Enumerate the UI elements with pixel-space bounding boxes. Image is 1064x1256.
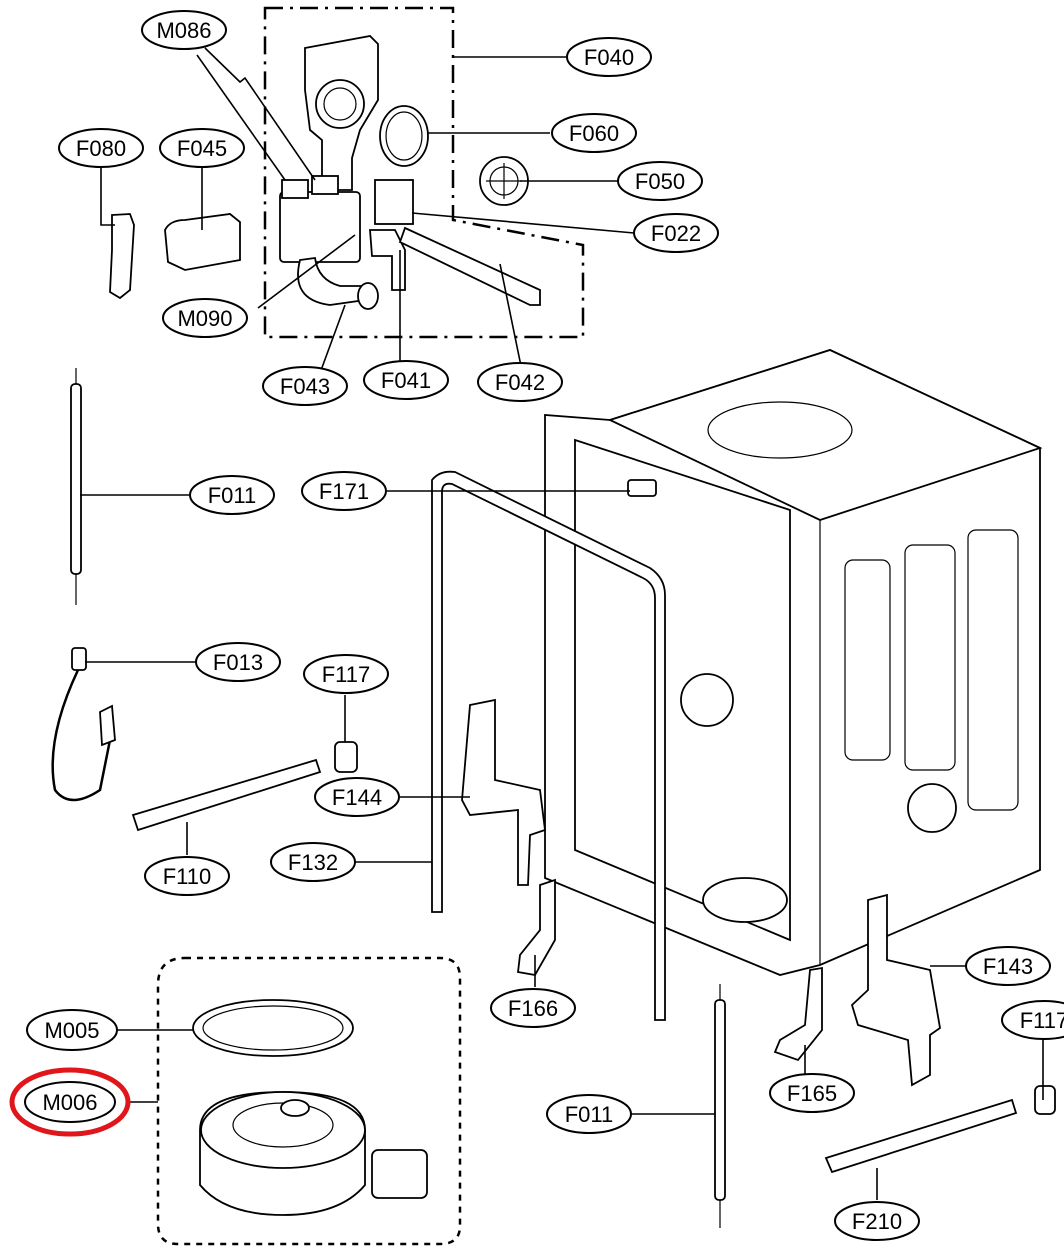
callout-label: F117 — [1020, 1008, 1064, 1033]
part-f210-rail — [824, 1098, 1018, 1174]
callout-f022[interactable]: F022 — [633, 213, 719, 253]
part-m005-seal-ring — [192, 999, 354, 1057]
pump-group-boundary — [156, 956, 462, 1246]
callout-label: F117 — [322, 662, 371, 687]
callout-label: F110 — [163, 864, 212, 889]
callout-label: F043 — [280, 374, 330, 399]
callout-f166[interactable]: F166 — [490, 988, 576, 1028]
callout-m006[interactable]: M006 — [24, 1081, 116, 1123]
part-f144-hinge — [461, 698, 546, 886]
callout-label: F041 — [381, 368, 431, 393]
part-m006-pump-motor — [199, 1091, 428, 1216]
callout-f050[interactable]: F050 — [617, 161, 703, 201]
callout-label: M090 — [177, 306, 232, 331]
part-f166-hinge-link — [517, 878, 556, 976]
part-f117-clip-lower — [1034, 1085, 1056, 1115]
part-f011-spring-lower — [714, 984, 726, 1228]
callout-m090[interactable]: M090 — [162, 298, 248, 338]
callout-f011-upper[interactable]: F011 — [189, 475, 275, 515]
callout-label: M086 — [156, 18, 211, 43]
callout-f132[interactable]: F132 — [270, 842, 356, 882]
part-f043-elbow — [297, 256, 379, 310]
part-f080-clip — [109, 213, 135, 300]
callout-m086[interactable]: M086 — [141, 10, 227, 50]
callout-f041[interactable]: F041 — [363, 360, 449, 400]
callout-f080[interactable]: F080 — [58, 128, 144, 168]
callout-label: F040 — [584, 45, 634, 70]
callout-m005[interactable]: M005 — [26, 1009, 118, 1051]
part-f013-cable — [51, 647, 116, 802]
callout-label: M005 — [44, 1018, 99, 1043]
callout-f171[interactable]: F171 — [301, 471, 387, 511]
callout-f210[interactable]: F210 — [834, 1201, 920, 1241]
callout-label: F132 — [288, 850, 338, 875]
top-group-boundary — [263, 6, 585, 339]
part-f143-hinge — [850, 893, 941, 1087]
callout-f165[interactable]: F165 — [769, 1073, 855, 1113]
callout-f013[interactable]: F013 — [195, 642, 281, 682]
part-f171-clip — [627, 479, 657, 497]
callout-label: F022 — [651, 221, 701, 246]
callout-label: F143 — [983, 954, 1033, 979]
callout-label: F011 — [208, 483, 257, 508]
callout-label: F080 — [76, 136, 126, 161]
callout-f117-lower[interactable]: F117 — [1001, 1000, 1064, 1040]
callout-label: F050 — [635, 169, 685, 194]
part-f011-spring-upper — [70, 368, 82, 605]
part-f117-clip-upper — [334, 741, 358, 773]
callout-label: F171 — [319, 479, 369, 504]
part-f042-pipe — [398, 226, 541, 306]
part-f060-gasket-ring — [379, 105, 429, 167]
callout-label: M006 — [42, 1090, 97, 1115]
callout-f040[interactable]: F040 — [566, 37, 652, 77]
part-f045-cover — [164, 213, 241, 271]
callout-label: F042 — [495, 370, 545, 395]
callout-label: F013 — [213, 650, 263, 675]
callout-f144[interactable]: F144 — [314, 777, 400, 817]
callout-f110[interactable]: F110 — [144, 856, 230, 896]
callout-f117-upper[interactable]: F117 — [303, 654, 389, 694]
callout-f045[interactable]: F045 — [159, 128, 245, 168]
callout-label: F011 — [565, 1102, 614, 1127]
part-f165-hinge-link — [773, 966, 823, 1062]
part-tub — [544, 349, 1043, 976]
callout-label: F165 — [787, 1081, 837, 1106]
part-f132-door-gasket — [431, 470, 666, 1021]
leader-lines — [80, 47, 1044, 1200]
part-f041-hose — [369, 229, 406, 291]
part-f040-cover — [304, 35, 379, 191]
callout-label: F166 — [508, 996, 558, 1021]
callout-f143[interactable]: F143 — [965, 946, 1051, 986]
callout-label: F045 — [177, 136, 227, 161]
callout-label: F060 — [569, 121, 619, 146]
callout-f043[interactable]: F043 — [262, 366, 348, 406]
callout-label: F144 — [332, 785, 382, 810]
highlight-ring-m006 — [9, 1067, 131, 1137]
callout-label: F210 — [852, 1209, 902, 1234]
part-f110-rail — [131, 758, 322, 832]
callout-f060[interactable]: F060 — [551, 113, 637, 153]
callout-f011-lower[interactable]: F011 — [546, 1094, 632, 1134]
callout-f042[interactable]: F042 — [477, 362, 563, 402]
